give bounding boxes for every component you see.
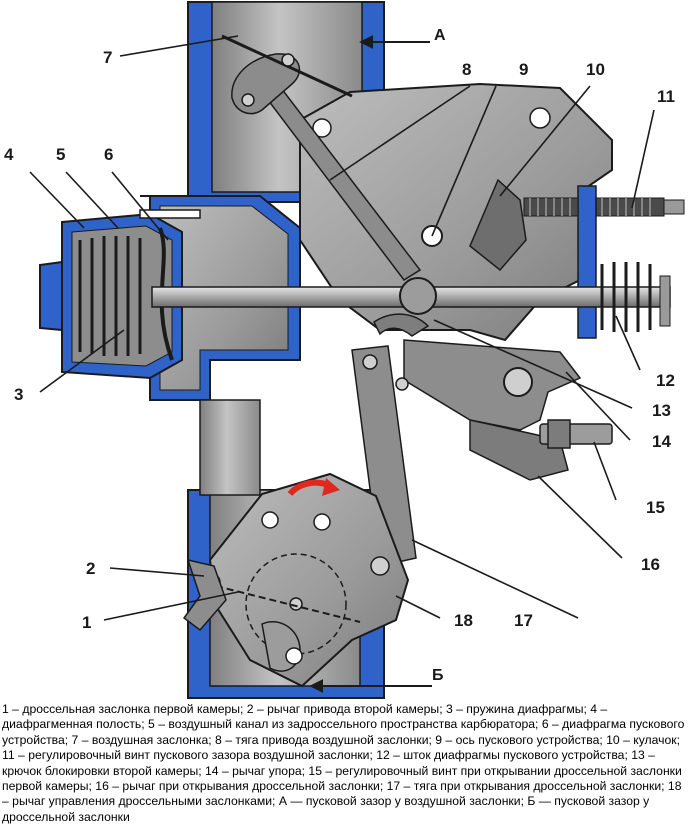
caption-line: устройства; 13 – крючок блокировки второ… (2, 748, 655, 778)
label-b: Б (432, 667, 444, 684)
figure-caption: 1 – дроссельная заслонка первой камеры; … (2, 702, 686, 825)
throttle-link-pin-top (362, 354, 378, 370)
label-11: 11 (657, 87, 675, 106)
choke-gap-adjusting-screw (523, 197, 685, 217)
throttle-axis (289, 597, 303, 611)
label-7: 7 (103, 48, 112, 67)
diaphragm-spring (78, 236, 142, 356)
stop-lever-pivot (503, 367, 533, 397)
caption-line: 1 – дроссельная заслонка первой камеры; … (2, 702, 608, 716)
label-9: 9 (519, 60, 528, 79)
central-hub (399, 277, 437, 315)
label-13: 13 (652, 401, 671, 420)
cam (469, 178, 527, 272)
caption-line: открывания дроссельной заслонки; 18 – ры… (2, 779, 682, 809)
stop-lever (403, 339, 582, 431)
caption-line: дроссельной заслонки первой камеры; 16 –… (2, 763, 682, 794)
throttle-valve (215, 585, 361, 623)
label-10: 10 (586, 60, 605, 79)
label-18: 18 (454, 611, 473, 630)
label-4: 4 (4, 145, 14, 164)
label-1: 1 (82, 613, 91, 632)
label-15: 15 (646, 498, 665, 517)
stem-spring (600, 262, 652, 332)
label-5: 5 (56, 145, 65, 164)
caption-line: диафрагменная полость; 5 – воздушный кан… (2, 717, 630, 732)
plate-hole-1 (261, 511, 279, 529)
choke-lever-pin (281, 53, 295, 67)
rotation-arrow-head (322, 478, 340, 496)
throttle-link-pin-mid (395, 377, 409, 391)
plate-hole-2 (313, 513, 331, 531)
caption-line: 10 – кулачок; 11 – регулировочный винт п… (2, 732, 681, 763)
diaphragm (158, 227, 174, 361)
air-passage (139, 209, 201, 219)
throttle-opening-adjusting-screw (539, 419, 613, 449)
secondary-lock-hook (373, 313, 430, 337)
plate-hole-3 (285, 647, 303, 665)
caption-line: воздушной заслонки; Б — пусковой зазор у… (2, 794, 650, 824)
label-3: 3 (14, 385, 23, 404)
carburetor-starting-device-diagram: 7 8 9 10 11 4 5 6 3 12 13 14 15 16 2 1 1… (4, 1, 685, 699)
leader-lines (29, 35, 655, 621)
secondary-drive-lever (182, 558, 227, 632)
label-a: А (434, 27, 446, 44)
plate-pin-right (370, 556, 390, 576)
label-12: 12 (656, 371, 675, 390)
label-2: 2 (86, 559, 95, 578)
choke-link-pin (241, 93, 255, 107)
label-14: 14 (652, 432, 671, 451)
caption-line: пускового устройства; 7 – воздушная засл… (2, 717, 685, 747)
throttle-disc-outline (245, 553, 347, 655)
label-17: 17 (514, 611, 533, 630)
label-16: 16 (641, 555, 660, 574)
label-8: 8 (462, 60, 471, 79)
bracket-wall (577, 185, 597, 339)
label-6: 6 (104, 145, 113, 164)
